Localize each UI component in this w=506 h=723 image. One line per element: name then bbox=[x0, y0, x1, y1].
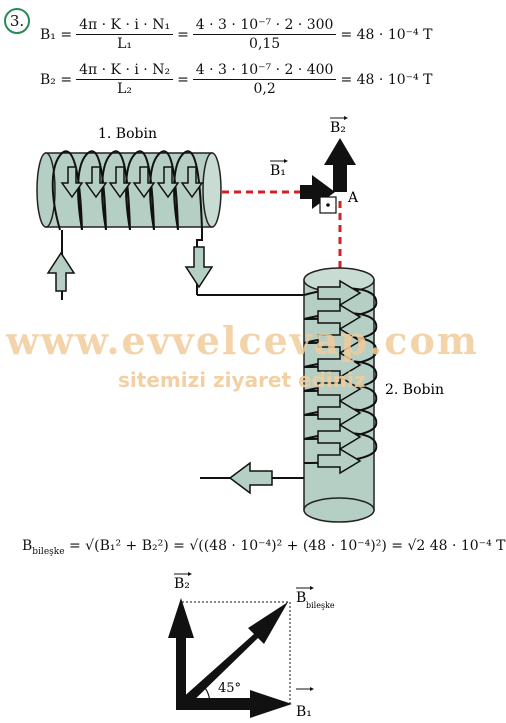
problem-number-badge: 3. bbox=[4, 8, 30, 34]
eq2-frac2-denominator: 0,2 bbox=[253, 81, 276, 97]
eq1-result: = 48 · 10⁻⁴ T bbox=[340, 26, 433, 43]
eq1-frac1-numerator: 4π · K · i · N₁ bbox=[76, 16, 174, 35]
equation-b2: B₂ = 4π · K · i · N₂ L₂ = 4 · 3 · 10⁻⁷ ·… bbox=[40, 61, 432, 98]
eq2-frac2-numerator: 4 · 3 · 10⁻⁷ · 2 · 400 bbox=[192, 61, 337, 80]
vector-b2-arrow bbox=[168, 598, 194, 706]
eq2-frac1-numerator: 4π · K · i · N₂ bbox=[76, 61, 174, 80]
eq2-fraction-values: 4 · 3 · 10⁻⁷ · 2 · 400 0,2 bbox=[192, 61, 337, 98]
resultant-expression: = √(B₁² + B₂²) = √((48 · 10⁻⁴)² + (48 · … bbox=[69, 538, 506, 554]
eq1-fraction-formula: 4π · K · i · N₁ L₁ bbox=[76, 16, 174, 53]
coil-1-current-out bbox=[184, 230, 304, 296]
eq2-eqsign-2: = bbox=[177, 71, 189, 88]
coil-diagram: 1. Bobin B₁ B₂ A bbox=[36, 116, 444, 523]
eq1-fraction-values: 4 · 3 · 10⁻⁷ · 2 · 300 0,15 bbox=[192, 16, 337, 53]
coil-2-current-out bbox=[200, 461, 304, 495]
vector-resultant-subscript: bileşke bbox=[306, 601, 335, 610]
eq2-frac1-denominator: L₂ bbox=[117, 81, 133, 97]
vector-b1-arrow bbox=[176, 690, 292, 718]
eq2-lhs: B₂ bbox=[40, 71, 56, 88]
resultant-lhs: B bbox=[22, 538, 33, 554]
eq1-lhs: B₁ bbox=[40, 26, 56, 43]
coil-1-label: 1. Bobin bbox=[98, 126, 157, 142]
vector-resultant-arrow bbox=[180, 602, 288, 708]
coil-2-label: 2. Bobin bbox=[385, 382, 444, 398]
problem-number: 3. bbox=[9, 12, 25, 30]
eq1-frac1-denominator: L₁ bbox=[117, 36, 133, 52]
coil-2 bbox=[303, 267, 378, 523]
coil-1 bbox=[36, 150, 222, 231]
watermark-slogan: sitemizi ziyaret ediniz bbox=[118, 368, 366, 392]
resultant-equation: Bbileşke = √(B₁² + B₂²) = √((48 · 10⁻⁴)²… bbox=[22, 538, 506, 557]
b2-label: B₂ bbox=[330, 120, 346, 136]
eq1-eqsign-2: = bbox=[177, 26, 189, 43]
eq1-frac2-numerator: 4 · 3 · 10⁻⁷ · 2 · 300 bbox=[192, 16, 337, 35]
angle-label: 45° bbox=[218, 681, 241, 696]
resultant-lhs-subscript: bileşke bbox=[32, 546, 65, 557]
equation-b1: B₁ = 4π · K · i · N₁ L₁ = 4 · 3 · 10⁻⁷ ·… bbox=[40, 16, 432, 53]
eq2-eqsign-1: = bbox=[60, 71, 73, 88]
vector-resultant-label: B bbox=[296, 590, 306, 606]
coil-1-current-in bbox=[46, 230, 76, 300]
b1-label: B₁ bbox=[270, 163, 286, 179]
point-a-label: A bbox=[347, 190, 359, 206]
eq1-frac2-denominator: 0,15 bbox=[249, 36, 281, 52]
eq1-eqsign-1: = bbox=[60, 26, 73, 43]
b1-vector-arrow bbox=[300, 175, 335, 209]
b2-vector-arrow bbox=[324, 138, 356, 192]
eq2-fraction-formula: 4π · K · i · N₂ L₂ bbox=[76, 61, 174, 98]
vector-b1-label: B₁ bbox=[296, 704, 312, 720]
vector-diagram: 45° B₂ B bileşke B₁ bbox=[168, 572, 335, 720]
watermark-site: www.evvelcevap.com bbox=[6, 318, 479, 363]
vector-b2-label: B₂ bbox=[174, 576, 190, 592]
eq2-result: = 48 · 10⁻⁴ T bbox=[340, 71, 433, 88]
